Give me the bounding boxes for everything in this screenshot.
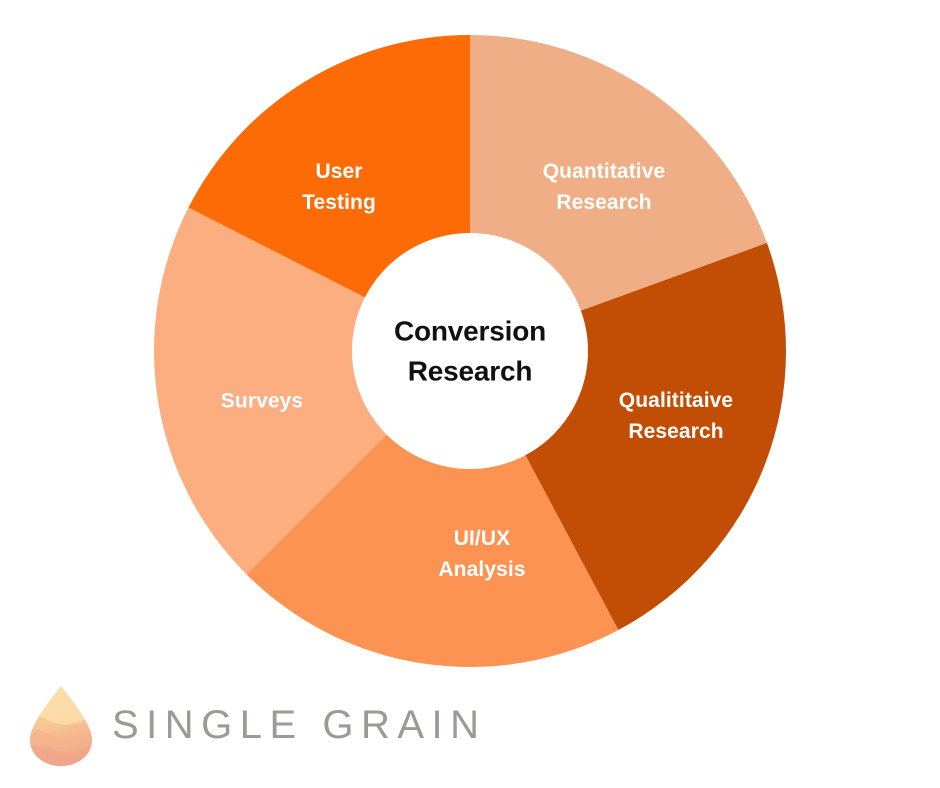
donut-slice-ui-ux-analysis[interactable] (246, 351, 619, 668)
donut-chart-svg (153, 35, 786, 668)
brand-lockup: SINGLE GRAIN (28, 683, 487, 769)
donut-slice-surveys[interactable] (153, 207, 470, 575)
single-grain-grain-icon (30, 686, 92, 766)
donut-center-hub (352, 233, 588, 469)
donut-center-label: Conversion Research (393, 315, 547, 386)
brand-wordmark: SINGLE GRAIN (112, 703, 487, 747)
donut-chart: Quantitative Research Qualititaive Resea… (153, 35, 786, 668)
